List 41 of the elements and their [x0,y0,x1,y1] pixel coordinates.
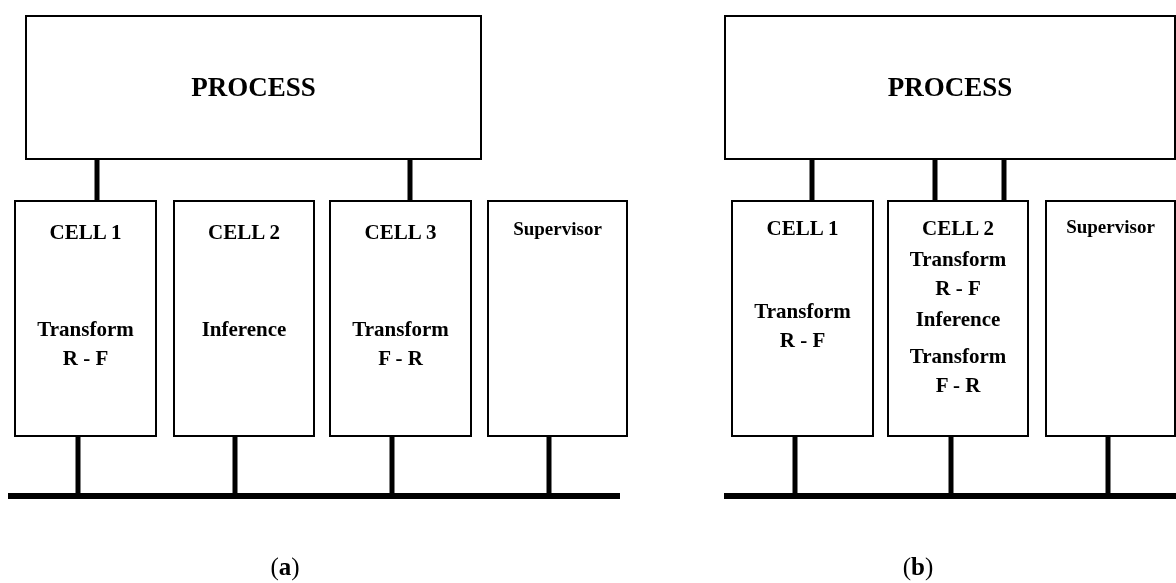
connector-line [1105,437,1111,493]
cell-title: CELL 1 [48,219,123,246]
connector-line [389,437,395,493]
connector-line [1001,160,1007,200]
cell-box [487,200,628,437]
bus-bar [8,493,620,499]
connector-line [94,160,100,200]
connector-line [948,437,954,493]
cell-function: Transform R - F [908,246,1008,302]
process-box [25,15,482,160]
cell-function: Transform R - F [753,298,852,354]
cell-function: Inference [914,306,1002,333]
cell-title: Supervisor [512,217,603,241]
cell-title: CELL 2 [921,215,995,242]
cell-box [173,200,315,437]
cell-box [731,200,874,437]
connector-line [546,437,552,493]
cell-function: Transform R - F [36,316,135,372]
cell-box [329,200,472,437]
process-title: PROCESS [886,73,1014,102]
cell-title: CELL 1 [765,215,840,242]
subfigure-label: (b) [902,552,934,583]
cell-box [887,200,1029,437]
process-box [724,15,1176,160]
connector-line [792,437,798,493]
connector-line [75,437,81,493]
cell-function: Inference [200,316,288,343]
process-title: PROCESS [190,73,317,102]
cell-function: Transform F - R [351,316,450,372]
connector-line [809,160,815,200]
cell-box [1045,200,1176,437]
connector-line [407,160,413,200]
cell-title: CELL 2 [207,219,281,246]
subfigure-label: (a) [270,552,300,583]
cell-title: Supervisor [1065,215,1156,239]
connector-line [232,437,238,493]
cell-function: Transform F - R [908,343,1008,399]
cell-box [14,200,157,437]
bus-bar [724,493,1176,499]
cell-title: CELL 3 [363,219,438,246]
connector-line [932,160,938,200]
